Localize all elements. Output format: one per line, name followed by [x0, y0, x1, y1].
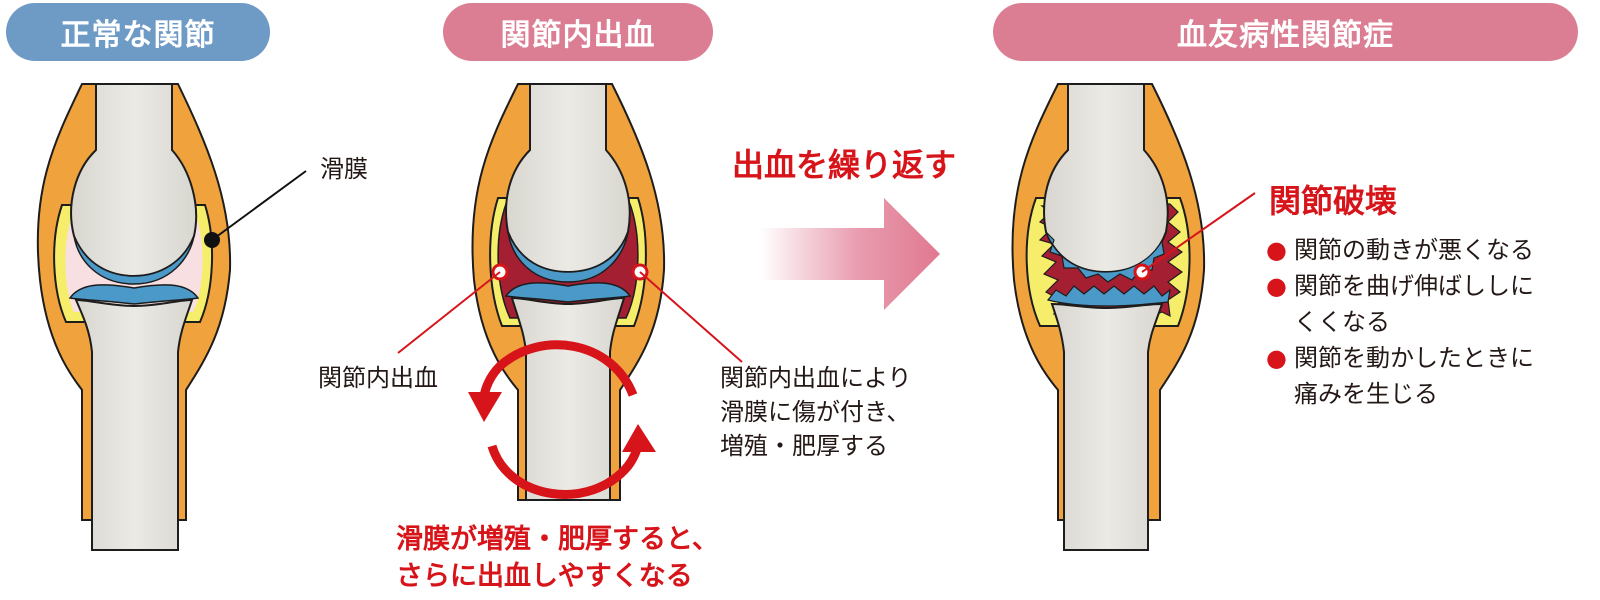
- title-hemophilic-arthropathy: 血友病性関節症: [993, 3, 1578, 61]
- progression-arrow-icon: [760, 198, 940, 310]
- normal-joint-illustration: [36, 83, 307, 551]
- cycle-caption-line-1: 滑膜が増殖・肥厚すると、: [396, 524, 719, 555]
- symptom-line: 関節を動かしたときに: [1294, 344, 1534, 372]
- cycle-caption: 滑膜が増殖・肥厚すると、 さらに出血しやすくなる: [396, 521, 719, 595]
- synovium-damage-line-1: 関節内出血により: [720, 364, 912, 392]
- vicious-cycle-arrows-icon: [468, 340, 656, 499]
- symptom-line: くくなる: [1294, 308, 1390, 336]
- symptom-line: 関節の動きが悪くなる: [1294, 236, 1534, 264]
- joint-destruction-label: 関節破壊: [1269, 182, 1398, 220]
- synovium-damage-line-2: 滑膜に傷が付き、: [720, 398, 911, 426]
- hemophilic-joint-illustration: [1011, 83, 1256, 551]
- symptom-line: 痛みを生じる: [1294, 380, 1438, 408]
- symptom-item: ● 関節を動かしたときに 痛みを生じる: [1266, 340, 1534, 412]
- bullet-icon: ●: [1266, 236, 1287, 264]
- symptom-line: 関節を曲げ伸ばししに: [1294, 272, 1534, 300]
- symptom-item: ● 関節を曲げ伸ばししに くくなる: [1266, 268, 1534, 340]
- symptom-item: ● 関節の動きが悪くなる: [1266, 232, 1534, 268]
- synovium-label: 滑膜: [320, 155, 368, 183]
- synovium-damage-line-3: 増殖・肥厚する: [720, 432, 888, 460]
- cycle-caption-line-2: さらに出血しやすくなる: [396, 561, 693, 592]
- bleeding-joint-illustration: [397, 83, 743, 501]
- title-normal-joint: 正常な関節: [6, 3, 270, 61]
- bullet-icon: ●: [1266, 344, 1287, 372]
- symptom-list: ● 関節の動きが悪くなる ● 関節を曲げ伸ばししに くくなる ● 関節を動かした…: [1266, 232, 1534, 412]
- title-joint-bleeding: 関節内出血: [443, 3, 713, 61]
- intra-articular-bleeding-label: 関節内出血: [318, 364, 438, 392]
- bullet-icon: ●: [1266, 272, 1287, 300]
- synovium-damage-text: 関節内出血により 滑膜に傷が付き、 増殖・肥厚する: [720, 361, 912, 463]
- repeated-bleeding-caption: 出血を繰り返す: [732, 146, 957, 184]
